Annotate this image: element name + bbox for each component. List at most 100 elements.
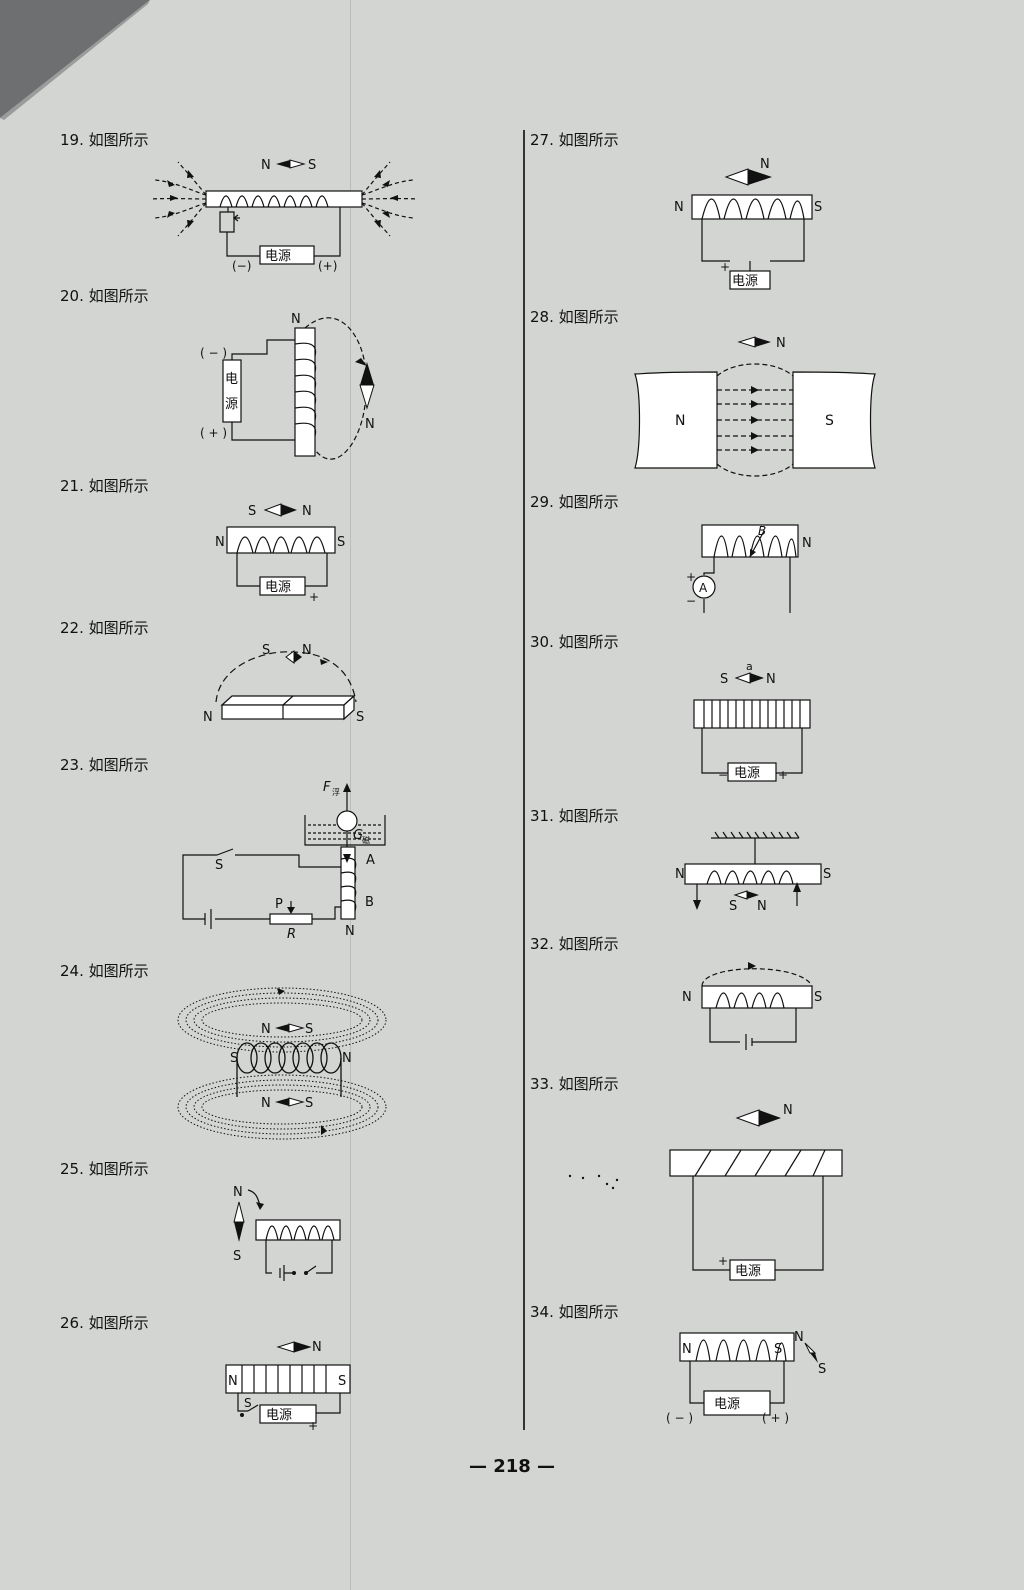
fig20-coil-N: N [291,312,301,327]
fig26-switch-S: S [244,1396,252,1410]
fig23-label-N: N [345,924,355,939]
fig19-plus: (+) [318,259,337,273]
fig22-compass-N: N [302,643,312,658]
fig34-compass-N: N [794,1330,804,1345]
figure-20-vertical-solenoid: N N 电 源 ( − ) ( + ) [200,312,375,460]
fig24-bottom-compass-N: N [261,1096,271,1111]
item-32-label: 32. 如图所示 [530,935,619,953]
item-21-label: 21. 如图所示 [60,477,149,495]
fig21-coil-S: S [337,535,345,550]
fig27-plus: + [720,260,730,274]
fig26-compass-N: N [312,1340,322,1355]
item-25-label: 25. 如图所示 [60,1160,149,1178]
fig20-plus: ( + ) [200,426,227,440]
fig22-compass-S: S [262,643,270,658]
figure-28-magnet-poles-field: N N S [634,336,876,477]
figure-31-hanging-solenoid: N S S N [675,831,831,914]
page-number: — 218 — [468,1456,556,1477]
fig30-power-label: 电源 [734,766,760,781]
fig33-compass-N: N [783,1103,793,1118]
fig28-pole-N: N [675,413,685,429]
fig27-coil-N: N [674,200,684,215]
fig23-label-A: A [366,853,375,868]
fig26-plus: + [308,1419,318,1433]
fig21-power-label: 电源 [265,580,291,595]
fig23-label-B: B [365,895,374,910]
fig22-magnet-N: N [203,710,213,725]
fig20-compass-N: N [365,417,375,432]
fig25-compass-S: S [233,1249,241,1264]
fig33-plus: + [718,1254,728,1268]
figure-29-solenoid-ammeter: B N A + − [686,524,812,613]
figure-21-solenoid: S N N S 电源 + [215,503,345,604]
fig19-minus: (−) [232,259,251,273]
figure-25-solenoid-compass: N S [233,1185,341,1281]
fig23-buoyancy-F: F [323,780,331,795]
fig20-power-char2: 源 [225,397,238,412]
fig29-minus: − [686,594,696,608]
column-divider [523,130,525,1430]
figure-26-solenoid: N N S S 电源 + [225,1340,351,1433]
figure-32-solenoid-field: N S [682,962,822,1050]
figure-33-solenoid: N 电源 + [568,1103,843,1281]
item-23-label: 23. 如图所示 [60,756,149,774]
fig27-coil-S: S [814,200,822,215]
fig30-minus: − [718,768,728,782]
fig31-coil-S: S [823,867,831,882]
item-31-label: 31. 如图所示 [530,807,619,825]
fig32-coil-N: N [682,990,692,1005]
fig19-compass-N: N [261,158,271,173]
item-30-label: 30. 如图所示 [530,633,619,651]
fig33-power-label: 电源 [735,1264,761,1279]
fig27-power-label: 电源 [732,274,758,289]
fig30-plus: + [778,768,788,782]
fig29-coil-N: N [802,536,812,551]
item-29-label: 29. 如图所示 [530,493,619,511]
item-26-label: 26. 如图所示 [60,1314,149,1332]
fig31-compass-S: S [729,899,737,914]
fig23-magnetic-F: G [353,828,363,843]
fig21-compass-N: N [302,504,312,519]
item-24-label: 24. 如图所示 [60,962,149,980]
fig27-compass-N: N [760,157,770,172]
fig21-compass-S: S [248,504,256,519]
fig34-minus: ( − ) [666,1411,693,1425]
item-33-label: 33. 如图所示 [530,1075,619,1093]
fig31-coil-N: N [675,867,685,882]
fig26-coil-N: N [228,1374,238,1389]
fig23-label-P: P [275,897,283,912]
figure-30-solenoid: a S N 电源 − + [693,660,811,782]
fig32-coil-S: S [814,990,822,1005]
fig20-power-char1: 电 [225,372,238,387]
figure-19-solenoid-field: N S 电源 (−) (+) [149,158,419,273]
fig23-switch-S: S [215,858,223,873]
fig26-power-label: 电源 [266,1408,292,1423]
fig30-label-a: a [746,660,753,673]
page-fold-corner [0,0,150,120]
fig24-top-compass-N: N [261,1022,271,1037]
item-19-label: 19. 如图所示 [60,131,149,149]
fig29-label-B: B [758,524,766,538]
item-27-label: 27. 如图所示 [530,131,619,149]
fig21-coil-N: N [215,535,225,550]
fig29-ammeter-A: A [699,581,708,595]
fig24-top-compass-S: S [305,1022,313,1037]
fig29-plus: + [686,570,696,584]
fig31-compass-N: N [757,899,767,914]
fig24-coil-S: S [230,1051,238,1066]
fig23-magnetic-sub: 磁 [362,835,370,845]
item-22-label: 22. 如图所示 [60,619,149,637]
fig28-pole-S: S [825,413,834,429]
fig34-coil-N: N [682,1342,692,1357]
figure-24-solenoid-rings: N S S N N S [177,987,387,1140]
fig26-coil-S: S [338,1374,346,1389]
fig23-buoyancy-sub: 浮 [332,787,340,797]
fig21-plus: + [309,590,319,604]
fig24-bottom-compass-S: S [305,1096,313,1111]
figure-22-bar-magnets: S N N S [203,643,364,725]
fig30-compass-S: S [720,672,728,687]
fig19-compass-S: S [308,158,316,173]
fig28-compass-N: N [776,336,786,351]
fig25-compass-N: N [233,1185,243,1200]
fig24-coil-N: N [342,1051,352,1066]
